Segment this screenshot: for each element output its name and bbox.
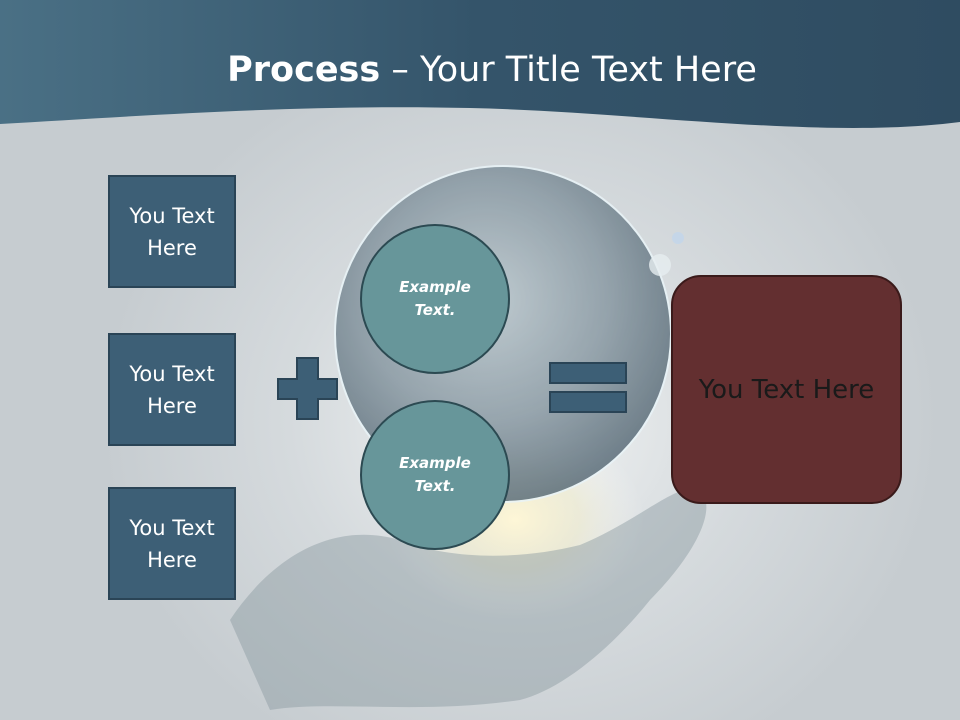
hand-silhouette — [230, 488, 707, 710]
example-circle-2[interactable]: Example Text. — [360, 400, 510, 550]
lens-flare-small — [672, 232, 684, 244]
example-circle-1[interactable]: Example Text. — [360, 224, 510, 374]
text-box-1[interactable]: You Text Here — [108, 175, 236, 288]
lens-flare — [649, 254, 671, 276]
page-title: Process – Your Title Text Here — [227, 50, 757, 90]
header-band — [0, 0, 960, 128]
result-box[interactable]: You Text Here — [671, 275, 902, 504]
text-box-2[interactable]: You Text Here — [108, 333, 236, 446]
text-box-3[interactable]: You Text Here — [108, 487, 236, 600]
